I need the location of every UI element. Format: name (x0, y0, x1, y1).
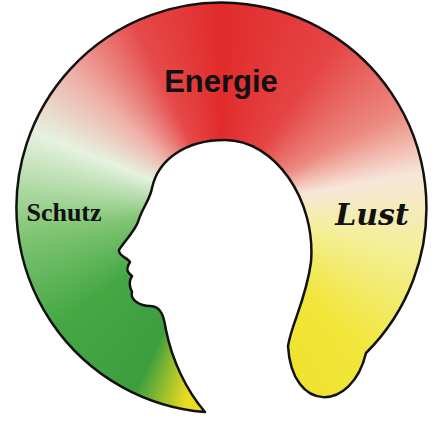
desire-label: Lust (335, 197, 409, 232)
ring-outline-path (16, 3, 426, 412)
energy-label: Energie (164, 64, 278, 100)
protection-label: Schutz (26, 198, 101, 228)
